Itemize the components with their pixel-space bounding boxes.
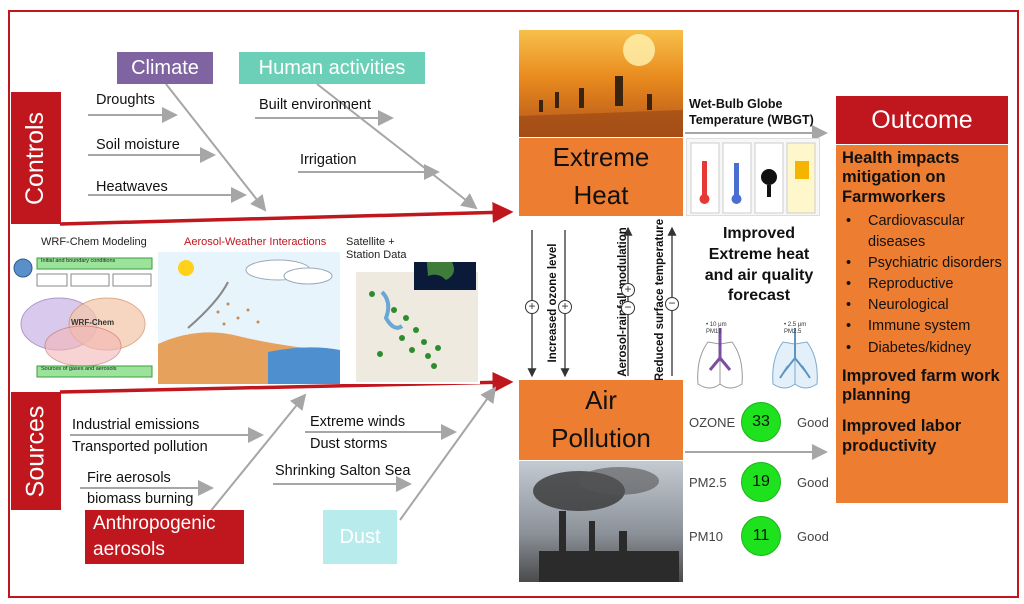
plus-icon: + xyxy=(525,300,539,314)
outcome-panel: Health impacts mitigation on Farmworkers… xyxy=(836,145,1008,503)
station-map xyxy=(356,262,478,382)
controls-label: Controls xyxy=(21,111,50,205)
built-environment-text: Built environment xyxy=(259,97,372,113)
human-activities-tag: Human activities xyxy=(239,52,425,84)
minus-icon: − xyxy=(621,301,635,315)
health-item: Psychiatric disorders xyxy=(842,253,1002,274)
dust-storms-text: Dust storms xyxy=(310,436,388,452)
droughts-text: Droughts xyxy=(96,92,155,108)
aq-ozone-row: OZONE 33 Good xyxy=(689,402,829,442)
biomass-text: biomass burning xyxy=(87,491,194,507)
pollution-photo-art xyxy=(533,467,679,582)
wrf-center-label: WRF-Chem xyxy=(71,318,115,327)
wrf-bottom-label: Sources of gases and aerosols xyxy=(41,366,117,372)
surface-temp-label: Reduced surface temperature xyxy=(654,218,666,382)
health-item: Immune system xyxy=(842,316,1002,337)
sources-sidebar: Sources xyxy=(11,392,61,510)
extreme-heat-box: Extreme Heat xyxy=(519,138,683,216)
aerosol-weather-panel: Aerosol-Weather Interactions xyxy=(158,232,340,384)
heat-photo xyxy=(519,30,683,137)
dust-arrow xyxy=(399,386,497,521)
aerosol-illustration xyxy=(158,252,340,384)
farm-planning-heading: Improved farm work planning xyxy=(842,366,1000,404)
aq-pm25-row: PM2.5 19 Good xyxy=(689,462,829,502)
sources-label: Sources xyxy=(21,405,50,497)
aq-value: 19 xyxy=(752,473,770,490)
lungs-left-label: • 10 μm PM10 xyxy=(706,322,727,335)
wrf-title: WRF-Chem Modeling xyxy=(41,236,147,248)
irrigation-text: Irrigation xyxy=(300,152,357,168)
aq-name: OZONE xyxy=(689,414,736,430)
air-pollution-line1: Air xyxy=(585,385,617,416)
health-item: Cardiovascular diseases xyxy=(842,211,1002,253)
air-pollution-box: Air Pollution xyxy=(519,380,683,460)
health-item: Neurological xyxy=(842,295,1002,316)
dust-tag: Dust xyxy=(323,510,397,564)
aerosol-title: Aerosol-Weather Interactions xyxy=(184,236,327,248)
aq-name: PM10 xyxy=(689,528,723,544)
wbgt-infographic xyxy=(686,138,820,216)
wrf-diagram xyxy=(13,257,153,378)
aq-value: 11 xyxy=(752,527,770,544)
aq-value-circle: 19 xyxy=(741,462,781,502)
anthropogenic-tag: Anthropogenic aerosols xyxy=(85,510,244,564)
aq-value: 33 xyxy=(752,413,770,430)
wbgt-thermometers xyxy=(690,142,816,214)
health-heading: Health impacts mitigation on Farmworkers xyxy=(842,149,960,206)
industrial-text: Industrial emissions xyxy=(72,417,200,433)
extreme-winds-text: Extreme winds xyxy=(310,414,406,430)
aq-status: Good xyxy=(797,528,829,544)
forecast-label: Improved Extreme heat and air quality fo… xyxy=(704,225,814,305)
pollution-photo xyxy=(519,461,683,582)
health-list: Cardiovascular diseases Psychiatric diso… xyxy=(842,211,1002,358)
soil-moisture-text: Soil moisture xyxy=(96,137,180,153)
aq-value-circle: 33 xyxy=(741,402,781,442)
wbgt-label: Wet-Bulb Globe Temperature (WBGT) xyxy=(689,97,814,128)
human-arrow xyxy=(316,83,478,210)
minus-icon: − xyxy=(665,297,679,311)
plus-icon: + xyxy=(621,283,635,297)
wrf-top-label: Initial and boundary conditions xyxy=(41,258,116,264)
extreme-heat-line1: Extreme xyxy=(552,142,650,173)
controls-main-arrow xyxy=(59,201,514,226)
aq-status: Good xyxy=(797,414,829,430)
heat-photo-art xyxy=(519,34,683,137)
anthro-arrow xyxy=(204,393,307,519)
diagram-frame xyxy=(8,10,1019,598)
outcome-title: Outcome xyxy=(836,96,1008,144)
lungs-graphic xyxy=(697,328,818,389)
controls-sidebar: Controls xyxy=(11,92,61,224)
salton-sea-text: Shrinking Salton Sea xyxy=(275,463,411,479)
aq-pm10-row: PM10 11 Good xyxy=(689,516,829,556)
air-pollution-line2: Pollution xyxy=(551,423,651,453)
aq-status: Good xyxy=(797,474,829,490)
health-item: Reproductive xyxy=(842,274,1002,295)
extreme-heat-line2: Heat xyxy=(573,180,629,210)
ozone-level-label: Increased ozone level xyxy=(547,243,559,363)
health-item: Diabetes/kidney xyxy=(842,338,1002,359)
aq-name: PM2.5 xyxy=(689,474,727,490)
wrf-chem-panel: WRF-Chem Modeling WRF-Chem Initial and b… xyxy=(11,232,156,384)
aq-value-circle: 11 xyxy=(741,516,781,556)
labor-productivity-heading: Improved labor productivity xyxy=(842,417,962,455)
satellite-panel: Satellite + Station Data xyxy=(342,232,480,384)
lungs-right-label: • 2.5 μm PM2.5 xyxy=(784,322,807,335)
climate-arrow xyxy=(165,83,267,212)
climate-tag: Climate xyxy=(117,52,213,84)
heatwaves-text: Heatwaves xyxy=(96,179,168,195)
satellite-title: Satellite + Station Data xyxy=(346,236,407,262)
plus-icon: + xyxy=(558,300,572,314)
fire-aerosols-text: Fire aerosols xyxy=(87,470,171,486)
transported-text: Transported pollution xyxy=(72,439,208,455)
